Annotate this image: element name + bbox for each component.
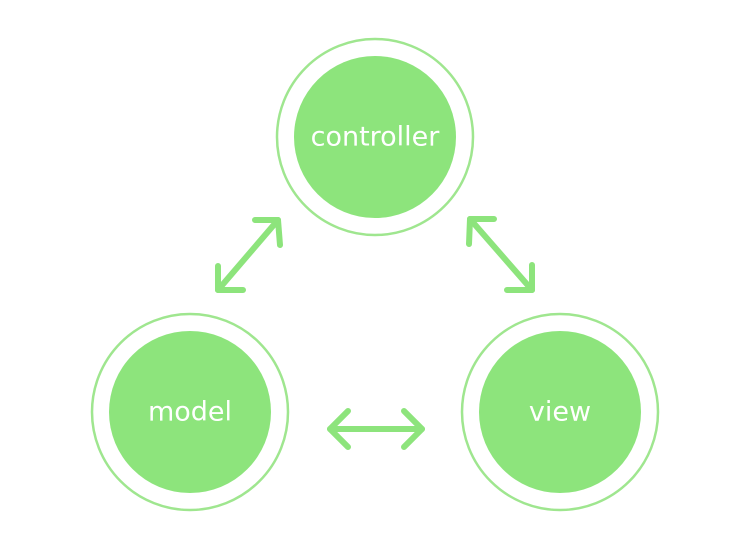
controller-view-arrow-icon xyxy=(466,216,535,293)
controller-node-ring xyxy=(275,37,475,237)
controller-node: controller xyxy=(275,37,475,237)
view-node: view xyxy=(460,312,660,512)
view-node-ring xyxy=(460,312,660,512)
model-node: model xyxy=(90,312,290,512)
controller-label: controller xyxy=(311,122,441,153)
model-view-arrow-icon xyxy=(327,408,425,450)
controller-node-circle xyxy=(294,56,456,218)
model-label: model xyxy=(148,397,232,428)
model-node-ring xyxy=(90,312,290,512)
view-node-circle xyxy=(479,331,641,493)
controller-model-arrow-icon xyxy=(215,217,283,293)
model-node-circle xyxy=(109,331,271,493)
view-label: view xyxy=(529,397,591,428)
